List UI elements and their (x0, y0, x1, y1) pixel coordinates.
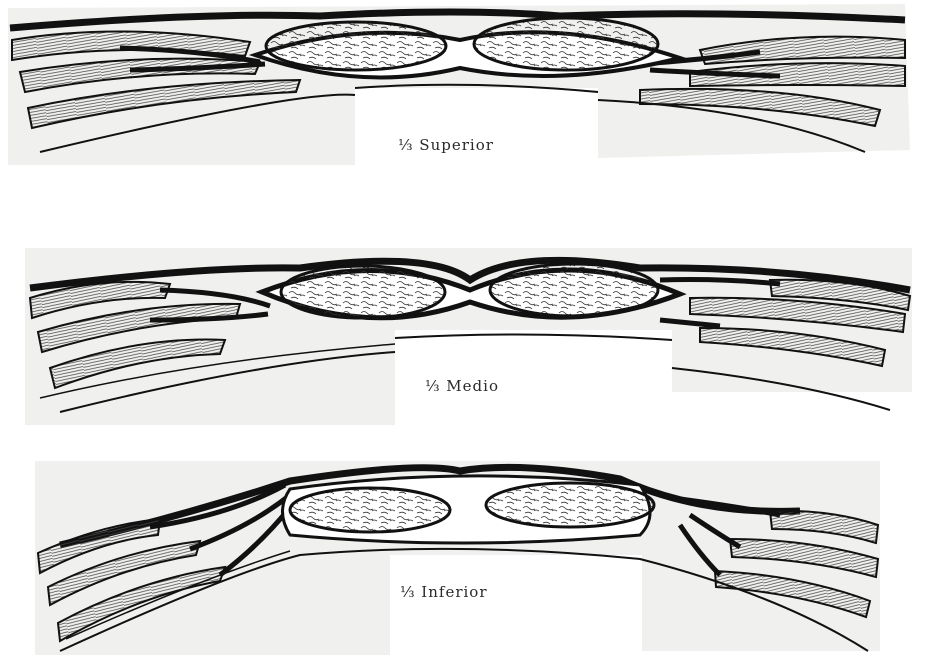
section-superior: ⅓ Superior (0, 0, 933, 175)
section-medio: ⅓ Medio (0, 240, 933, 430)
section-inferior: ⅓ Inferior (0, 455, 933, 661)
caption-medio: ⅓ Medio (425, 377, 499, 395)
right-rectus-muscle (490, 264, 658, 316)
section-medio-illustration (0, 240, 933, 430)
right-rectus-muscle (486, 483, 654, 527)
left-rectus-muscle (266, 22, 446, 70)
section-inferior-illustration (0, 455, 933, 661)
left-rectus-muscle (281, 266, 445, 318)
left-rectus-muscle (290, 488, 450, 532)
caption-superior: ⅓ Superior (398, 136, 494, 154)
right-rectus-muscle (474, 18, 658, 70)
caption-inferior: ⅓ Inferior (400, 583, 488, 601)
